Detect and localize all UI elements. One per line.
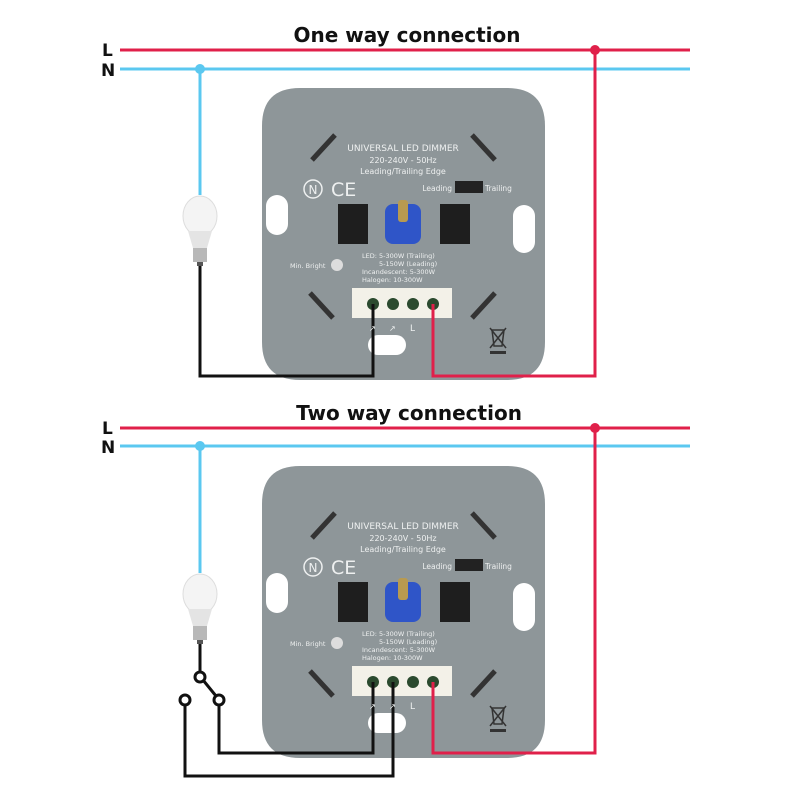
min-bright-label: Min. Bright: [290, 262, 326, 270]
diagram-title: One way connection: [293, 23, 520, 47]
terminal-label: L: [410, 324, 415, 334]
traveler-wire-1: [217, 682, 375, 755]
terminal-label: ↗: [369, 702, 376, 711]
load-wire: [198, 266, 375, 378]
live-label: L: [102, 41, 113, 61]
terminal-label: L: [410, 702, 415, 712]
terminal-label: ↗: [369, 324, 376, 333]
switch-trailing-label: Trailing: [484, 184, 512, 193]
spec-0: LED: 5-300W (Trailing): [362, 630, 435, 638]
live-wire: [431, 428, 597, 755]
min-bright-label: Min. Bright: [290, 640, 326, 648]
dimmer-labels: UNIVERSAL LED DIMMER 220-240V - 50Hz Lea…: [290, 522, 512, 712]
neutral-label: N: [101, 61, 115, 81]
spec-0: LED: 5-300W (Trailing): [362, 252, 435, 260]
dimmer-mode: Leading/Trailing Edge: [360, 167, 446, 176]
spec-3: Halogen: 10-300W: [362, 276, 423, 284]
dimmer-name: UNIVERSAL LED DIMMER: [347, 144, 459, 154]
dimmer-module: [262, 88, 545, 380]
dimmer-mode: Leading/Trailing Edge: [360, 545, 446, 554]
n-mark: N: [309, 561, 318, 575]
one-way-diagram: One way connection L N UNIVERSAL LED DIM…: [101, 23, 690, 380]
spec-2: Incandescent: 5-300W: [362, 646, 436, 654]
dimmer-rating: 220-240V - 50Hz: [369, 156, 436, 165]
spec-1: 5-150W (Leading): [379, 638, 437, 646]
switch-leading-label: Leading: [422, 184, 452, 193]
spec-2: Incandescent: 5-300W: [362, 268, 436, 276]
n-mark: N: [309, 183, 318, 197]
live-wire: [431, 50, 597, 378]
spec-3: Halogen: 10-300W: [362, 654, 423, 662]
dimmer-labels: UNIVERSAL LED DIMMER 220-240V - 50Hz Lea…: [290, 144, 512, 334]
dimmer-rating: 220-240V - 50Hz: [369, 534, 436, 543]
live-junction: [590, 45, 600, 55]
dimmer-name: UNIVERSAL LED DIMMER: [347, 522, 459, 532]
neutral-junction: [195, 441, 205, 451]
bulb-icon: [182, 195, 218, 267]
bulb-icon: [182, 573, 218, 645]
terminal-label: ↗: [389, 702, 396, 711]
dimmer-module: [262, 466, 545, 758]
two-way-diagram: Two way connection L N UNIVERSAL LED DIM…: [101, 401, 690, 778]
live-junction: [590, 423, 600, 433]
two-way-switch-icon: [178, 670, 226, 707]
switch-leading-label: Leading: [422, 562, 452, 571]
diagram-title: Two way connection: [296, 401, 522, 425]
traveler-wire-2: [183, 682, 395, 778]
ce-mark: CE: [331, 179, 356, 201]
spec-1: 5-150W (Leading): [379, 260, 437, 268]
switch-trailing-label: Trailing: [484, 562, 512, 571]
terminal-label: ↗: [389, 324, 396, 333]
neutral-label: N: [101, 438, 115, 458]
neutral-junction: [195, 64, 205, 74]
ce-mark: CE: [331, 557, 356, 579]
live-label: L: [102, 419, 113, 439]
